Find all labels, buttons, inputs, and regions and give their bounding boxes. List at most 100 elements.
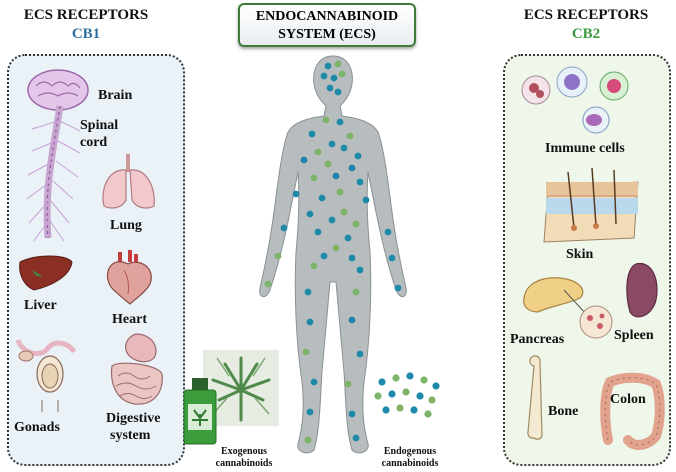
- label-brain: Brain: [98, 88, 133, 103]
- cannabinoid-dot: [326, 84, 334, 92]
- endogenous-dot: [374, 392, 382, 400]
- label-skin: Skin: [566, 247, 594, 262]
- cannabinoid-dot: [306, 318, 314, 326]
- cannabinoid-dot: [336, 188, 344, 196]
- cannabinoid-dot: [388, 254, 396, 262]
- cannabinoid-dot: [356, 266, 364, 274]
- left-header-cb1: CB1: [71, 26, 101, 42]
- right-header-cb2: CB2: [571, 26, 601, 42]
- heart-icon: [106, 250, 152, 305]
- cannabinoid-dot: [352, 220, 360, 228]
- body-dots: [264, 60, 402, 444]
- cannabinoid-dot: [352, 434, 360, 442]
- digestive-icon: [110, 333, 163, 405]
- cannabinoid-dot: [304, 436, 312, 444]
- endogenous-dot: [428, 396, 436, 404]
- cannabinoid-dot: [330, 74, 338, 82]
- label-spleen: Spleen: [614, 328, 654, 343]
- liver-icon: [19, 255, 73, 291]
- endogenous-dot: [424, 410, 432, 418]
- label-colon: Colon: [610, 392, 646, 407]
- cannabinoid-dot: [348, 254, 356, 262]
- cannabinoid-dot: [332, 172, 340, 180]
- cannabinoid-dot: [346, 132, 354, 140]
- skin-icon: [543, 167, 639, 243]
- label-cord: cord: [80, 135, 108, 150]
- cannabinoid-dot: [340, 208, 348, 216]
- cannabinoid-dot: [310, 174, 318, 182]
- label-exogenous: Exogenous cannabinoids: [204, 446, 284, 470]
- label-pancreas: Pancreas: [510, 332, 565, 347]
- cannabinoid-dot: [306, 210, 314, 218]
- exogenous-line1: Exogenous: [220, 446, 268, 457]
- title-line1: ENDOCANNABINOID: [255, 9, 399, 24]
- right-header-title: ECS RECEPTORS: [523, 7, 649, 23]
- cannabinoid-dot: [318, 194, 326, 202]
- cannabinoid-dot: [310, 262, 318, 270]
- cannabinoid-dot: [264, 280, 272, 288]
- cannabinoid-dot: [344, 380, 352, 388]
- label-endogenous: Endogenous cannabinoids: [370, 446, 450, 470]
- colon-icon: [600, 372, 665, 450]
- cannabinoid-dot: [304, 288, 312, 296]
- endogenous-dot: [392, 374, 400, 382]
- endogenous-dot: [388, 390, 396, 398]
- label-digestive: Digestive: [106, 411, 161, 426]
- exogenous-line2: cannabinoids: [215, 458, 273, 469]
- label-liver: Liver: [24, 298, 57, 313]
- cannabinoid-dot: [292, 190, 300, 198]
- cannabinoid-dot: [336, 118, 344, 126]
- cannabinoid-dot: [334, 88, 342, 96]
- cannabinoid-dot: [384, 228, 392, 236]
- label-heart: Heart: [112, 312, 147, 327]
- endogenous-line2: cannabinoids: [381, 458, 439, 469]
- cannabinoid-dot: [348, 410, 356, 418]
- left-header: ECS RECEPTORS CB1: [8, 6, 164, 44]
- label-spinal: Spinal: [80, 118, 119, 133]
- cannabinoid-dot: [300, 156, 308, 164]
- endogenous-dots: [374, 372, 440, 418]
- endogenous-dot: [378, 378, 386, 386]
- endogenous-dot: [382, 406, 390, 414]
- cannabinoid-dot: [314, 228, 322, 236]
- cannabinoid-dot: [322, 116, 330, 124]
- cannabinoid-dot: [332, 244, 340, 252]
- cannabinoid-dot: [310, 378, 318, 386]
- human-body: [259, 55, 407, 454]
- cannabinoid-dot: [308, 130, 316, 138]
- endogenous-dot: [416, 392, 424, 400]
- cannabinoid-dot: [306, 408, 314, 416]
- cannabinoid-dot: [344, 234, 352, 242]
- brain-spine-illustration: [26, 69, 89, 242]
- endogenous-dot: [410, 406, 418, 414]
- cannabinoid-dot: [320, 72, 328, 80]
- cannabinoid-dot: [302, 348, 310, 356]
- gonads-icon: [15, 338, 77, 412]
- cannabinoid-dot: [314, 148, 322, 156]
- endogenous-dot: [432, 382, 440, 390]
- cannabinoid-dot: [348, 164, 356, 172]
- endogenous-dot: [420, 376, 428, 384]
- pancreas-icon: [523, 277, 613, 339]
- cannabinoid-dot: [394, 284, 402, 292]
- right-header: ECS RECEPTORS CB2: [508, 6, 664, 44]
- label-bone: Bone: [548, 404, 579, 419]
- cannabinoid-dot: [356, 178, 364, 186]
- lung-icon: [102, 154, 155, 209]
- cannabinoid-dot: [328, 140, 336, 148]
- cannabinoid-dot: [348, 316, 356, 324]
- spleen-icon: [626, 262, 658, 318]
- cannabinoid-dot: [362, 196, 370, 204]
- cannabinoid-dot: [352, 288, 360, 296]
- cannabinoid-dot: [274, 252, 282, 260]
- cannabinoid-dot: [334, 60, 342, 68]
- label-system: system: [110, 428, 151, 443]
- cannabinoid-dot: [280, 224, 288, 232]
- label-immune: Immune cells: [545, 141, 625, 156]
- cannabinoid-dot: [338, 70, 346, 78]
- cannabinoid-dot: [320, 252, 328, 260]
- cannabinoid-dot: [340, 144, 348, 152]
- endogenous-dot: [402, 388, 410, 396]
- endogenous-dot: [396, 404, 404, 412]
- endogenous-dot: [406, 372, 414, 380]
